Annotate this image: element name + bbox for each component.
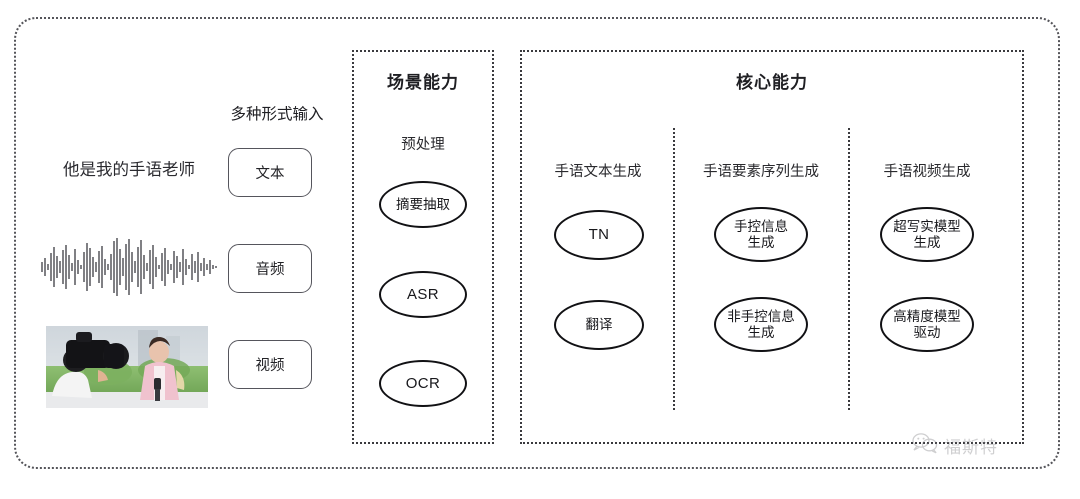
core-node-tn-label: TN xyxy=(588,226,610,244)
core-node-manual-feature-generation-label: 手控信息 生成 xyxy=(734,218,788,250)
input-section-heading: 多种形式输入 xyxy=(230,106,324,123)
core-node-highprecision-model-driving-label: 高精度模型 驱动 xyxy=(893,308,961,340)
core-panel-divider-2 xyxy=(848,128,850,410)
core-node-tn[interactable]: TN xyxy=(554,210,644,260)
scene-node-asr-label: ASR xyxy=(406,285,440,303)
watermark: 福斯特 xyxy=(912,432,998,459)
scene-node-ocr-label: OCR xyxy=(405,374,441,392)
modality-chip-text[interactable]: 文本 xyxy=(228,148,312,197)
core-group-heading-sign-text: 手语文本生成 xyxy=(554,164,642,180)
scene-node-asr[interactable]: ASR xyxy=(379,271,467,318)
modality-chip-text-label: 文本 xyxy=(255,166,285,182)
core-node-photoreal-model-generation-label: 超写实模型 生成 xyxy=(893,218,961,250)
modality-chip-audio[interactable]: 音频 xyxy=(228,244,312,293)
watermark-text: 福斯特 xyxy=(944,438,998,457)
video-thumbnail-icon xyxy=(46,326,208,408)
modality-chip-video-label: 视频 xyxy=(255,358,285,374)
core-node-photoreal-model-generation[interactable]: 超写实模型 生成 xyxy=(880,207,974,262)
scene-panel-title: 场景能力 xyxy=(387,73,459,92)
core-group-heading-sign-element-sequence: 手语要素序列生成 xyxy=(703,164,819,180)
core-node-nonmanual-feature-generation[interactable]: 非手控信息 生成 xyxy=(714,297,808,352)
waveform-icon xyxy=(36,236,222,298)
core-group-heading-sign-video: 手语视频生成 xyxy=(883,164,971,180)
core-panel-divider-1 xyxy=(673,128,675,410)
scene-capability-panel xyxy=(352,50,494,444)
scene-node-ocr[interactable]: OCR xyxy=(379,360,467,407)
scene-group-heading-preprocess: 预处理 xyxy=(401,137,445,153)
sample-sentence-text: 他是我的手语老师 xyxy=(63,161,195,179)
core-node-manual-feature-generation[interactable]: 手控信息 生成 xyxy=(714,207,808,262)
modality-chip-video[interactable]: 视频 xyxy=(228,340,312,389)
modality-chip-audio-label: 音频 xyxy=(255,262,285,278)
core-node-translate-label: 翻译 xyxy=(585,317,613,333)
core-capability-panel xyxy=(520,50,1024,444)
scene-node-summary-extraction[interactable]: 摘要抽取 xyxy=(379,181,467,228)
core-node-translate[interactable]: 翻译 xyxy=(554,300,644,350)
core-panel-title: 核心能力 xyxy=(736,73,808,92)
scene-node-summary-extraction-label: 摘要抽取 xyxy=(396,196,450,212)
core-node-highprecision-model-driving[interactable]: 高精度模型 驱动 xyxy=(880,297,974,352)
outer-frame xyxy=(14,17,1060,469)
wechat-icon xyxy=(912,432,938,459)
core-node-nonmanual-feature-generation-label: 非手控信息 生成 xyxy=(727,308,795,340)
